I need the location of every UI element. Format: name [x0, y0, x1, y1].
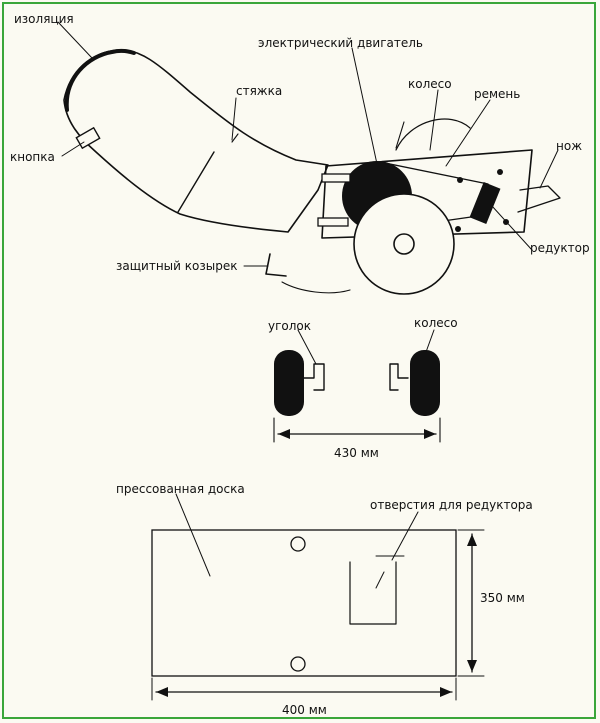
wheel-tick — [395, 121, 405, 149]
left-angle-bracket — [303, 363, 325, 391]
label-width-400: 400 мм — [282, 703, 327, 717]
label-width-430: 430 мм — [334, 446, 379, 460]
pressed-board — [151, 529, 457, 677]
handle — [63, 49, 329, 233]
dim-arrow-left — [278, 429, 290, 439]
label-height-350: 350 мм — [480, 591, 525, 605]
wheel-arc — [395, 118, 471, 151]
leader-lines — [57, 21, 559, 267]
knife — [517, 185, 561, 213]
holes-leader — [391, 511, 419, 561]
bracket-lower — [317, 217, 349, 227]
hdim-arrow-left — [156, 687, 168, 697]
label-pressed-board: прессованная доска — [116, 482, 245, 496]
hdim-arrow-right — [440, 687, 452, 697]
guard-ground — [281, 281, 351, 294]
label-gearbox-holes: отверстия для редуктора — [370, 498, 533, 512]
hole-bottom — [290, 656, 306, 672]
mower-side-view: изоляция кнопка стяжка электрический дви… — [10, 12, 590, 295]
label-button: кнопка — [10, 150, 55, 164]
right-angle-bracket — [389, 363, 409, 391]
label-tie: стяжка — [236, 84, 282, 98]
board-plan: прессованная доска отверстия для редукто… — [116, 482, 533, 717]
bolts — [455, 169, 509, 232]
label-knife: нож — [556, 139, 582, 153]
label-angle: уголок — [268, 319, 311, 333]
label-protective-guard: защитный козырек — [116, 259, 237, 273]
label-insulation: изоляция — [14, 12, 74, 26]
label-electric-motor: электрический двигатель — [258, 36, 423, 50]
dim-arrow-right — [424, 429, 436, 439]
label-wheel-2: колесо — [414, 316, 458, 330]
opening-slot — [375, 571, 385, 589]
wheel-axle-view: уголок колесо 430 мм — [268, 316, 458, 460]
gearbox-opening — [349, 561, 397, 625]
label-belt: ремень — [474, 87, 520, 101]
vdim-arrow-top — [467, 534, 477, 546]
bracket-upper — [321, 173, 351, 183]
vdim-arrow-bottom — [467, 660, 477, 672]
label-gearbox: редуктор — [530, 241, 590, 255]
hole-top — [290, 536, 306, 552]
platform — [321, 149, 533, 239]
board-leader — [175, 493, 211, 577]
tie — [177, 151, 215, 213]
wheel-hub — [393, 233, 415, 255]
label-wheel: колесо — [408, 77, 452, 91]
insulation — [64, 48, 136, 112]
left-wheel — [274, 350, 304, 416]
wheel2-leader — [425, 329, 435, 353]
angle-leader — [297, 329, 317, 365]
tie-mark — [231, 133, 239, 143]
gearbox — [469, 182, 501, 224]
right-wheel — [410, 350, 440, 416]
belt-top — [379, 161, 489, 185]
protective-guard — [265, 253, 287, 277]
